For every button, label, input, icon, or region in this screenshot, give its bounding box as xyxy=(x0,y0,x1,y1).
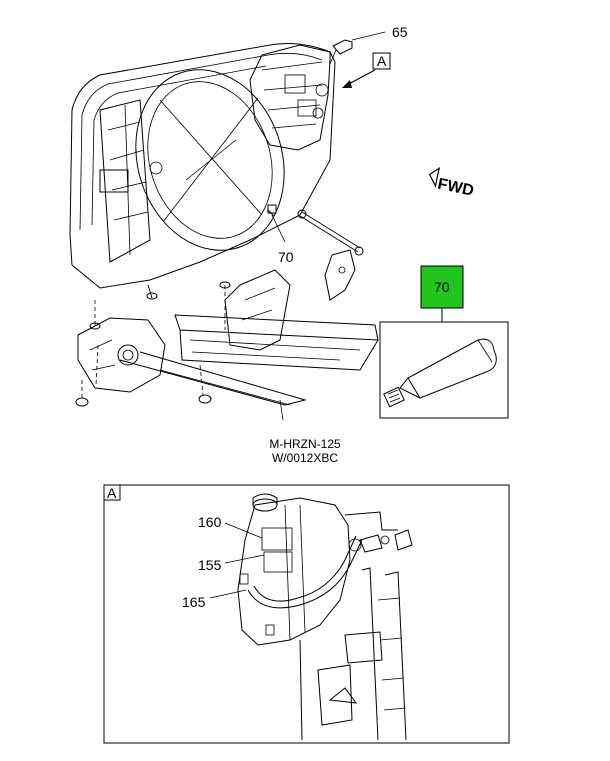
callout-65: 65 xyxy=(392,24,408,40)
callout-165: 165 xyxy=(182,594,206,610)
coolant-reservoir-illustration xyxy=(237,493,390,646)
fwd-label: FWD xyxy=(436,176,475,200)
frame-rail-detail-illustration xyxy=(299,511,413,741)
frame-crossmember-illustration xyxy=(77,249,379,421)
part-70-box-label: 70 xyxy=(434,279,450,295)
callout-155: 155 xyxy=(198,557,222,573)
diagram-code: M-HRZN-125 xyxy=(269,437,341,451)
diagram-variant: W/0012XBC xyxy=(272,451,338,465)
callout-160: 160 xyxy=(198,514,222,530)
view-marker-a: A xyxy=(372,52,391,70)
callout-70-main: 70 xyxy=(278,249,294,265)
fwd-indicator: FWD xyxy=(428,167,475,200)
detail-view-a-label: A xyxy=(107,485,117,501)
detail-view-a: A xyxy=(103,484,510,744)
sealant-tube-icon xyxy=(383,338,497,408)
radiator-assembly-illustration xyxy=(69,39,364,407)
part-70-detail: 70 xyxy=(379,265,509,419)
view-marker-a-label: A xyxy=(377,53,387,69)
callout-leaders-top xyxy=(271,31,386,243)
forward-arrow-icon xyxy=(428,167,441,188)
